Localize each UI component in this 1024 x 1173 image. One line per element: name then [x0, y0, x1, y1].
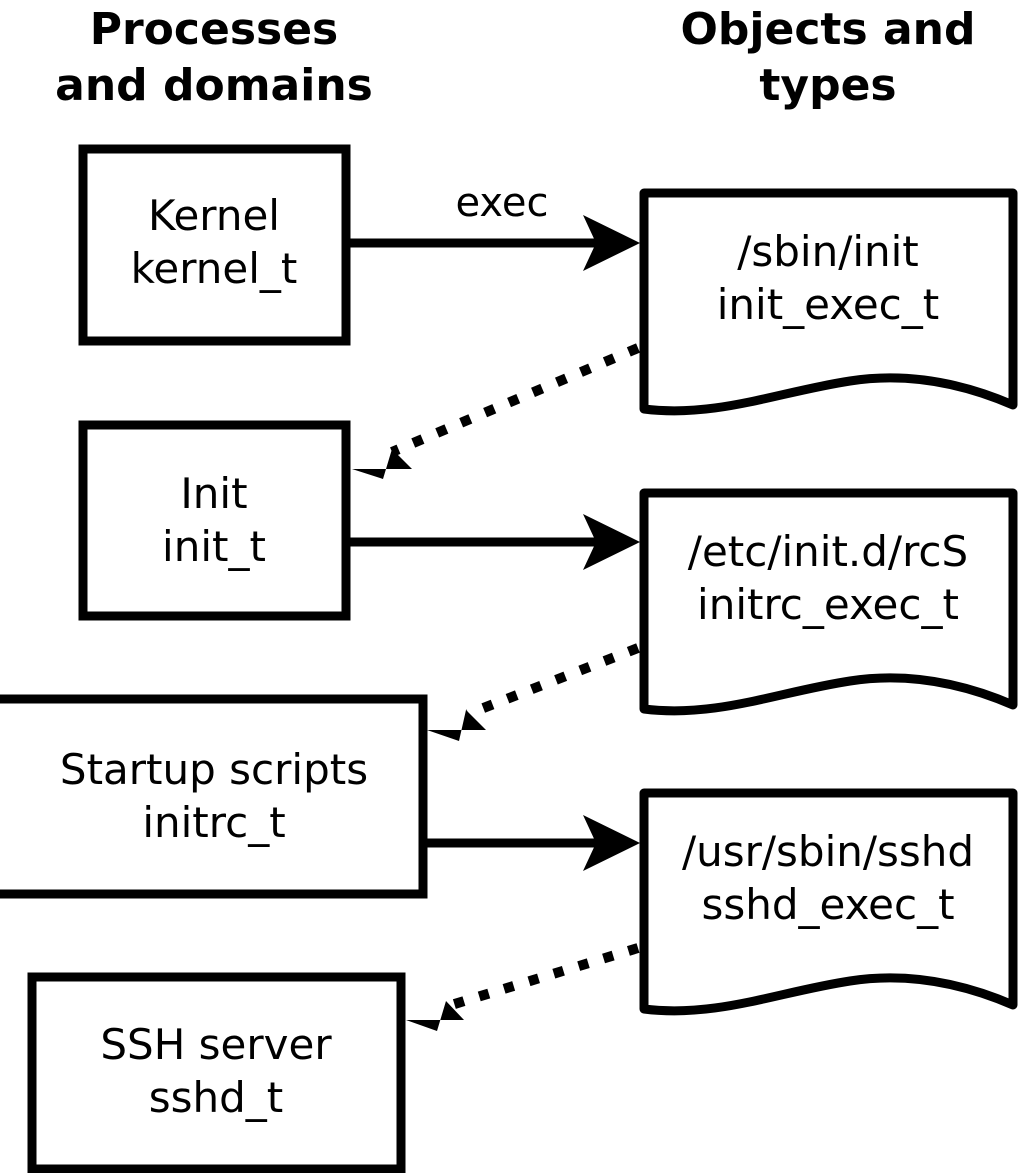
node-init-exec-line2: init_exec_t [717, 280, 940, 329]
node-initrc-exec-document-shape[interactable] [639, 488, 1018, 716]
node-initrc-exec[interactable]: /etc/init.d/rcS initrc_exec_t [639, 488, 1018, 716]
node-sshd-exec[interactable]: /usr/sbin/sshd sshd_exec_t [639, 788, 1018, 1016]
edge-initrc-exec-transition [427, 643, 640, 741]
edge-initrc-exec-sshd-arrowhead [583, 815, 640, 871]
node-init[interactable]: Init init_t [78, 420, 351, 621]
node-initrc-line2: initrc_t [142, 798, 285, 847]
column-header-objects-line2: types [759, 60, 896, 111]
node-sshd-box[interactable] [27, 972, 406, 1173]
node-init-line2: init_t [162, 522, 266, 571]
node-sshd-line2: sshd_t [149, 1073, 284, 1122]
edge-init-exec-initrc-arrowhead [583, 514, 640, 570]
edge-sshd-exec-transition-line [446, 943, 640, 1011]
column-header-processes-line2: and domains [55, 60, 373, 111]
node-kernel-line1: Kernel [148, 191, 280, 240]
node-initrc-box[interactable] [0, 694, 428, 899]
node-kernel-box[interactable] [78, 144, 351, 346]
node-initrc-line1: Startup scripts [60, 745, 368, 794]
node-sshd-exec-line1: /usr/sbin/sshd [682, 827, 974, 876]
node-sshd-line1: SSH server [100, 1020, 332, 1069]
edge-initrc-exec-transition-arrowhead [427, 710, 486, 741]
node-init-box[interactable] [78, 420, 351, 621]
node-sshd-exec-document-shape[interactable] [639, 788, 1018, 1016]
column-header-processes: Processes and domains [55, 4, 373, 111]
edge-sshd-exec-transition-arrowhead [406, 1001, 464, 1031]
node-init-exec-document-shape[interactable] [639, 188, 1018, 416]
edge-sshd-exec-transition [406, 943, 640, 1031]
edge-initrc-exec-transition-line [466, 643, 640, 719]
node-sshd[interactable]: SSH server sshd_t [27, 972, 406, 1173]
edge-init-exec-transition [352, 343, 640, 479]
node-sshd-exec-line2: sshd_exec_t [701, 880, 954, 929]
edge-kernel-exec-init: exec [350, 180, 640, 271]
edge-init-exec-transition-arrowhead [352, 449, 412, 479]
node-initrc-exec-line2: initrc_exec_t [697, 580, 959, 629]
node-initrc-exec-line1: /etc/init.d/rcS [688, 527, 968, 576]
edge-kernel-exec-init-arrowhead [583, 215, 640, 271]
edge-initrc-exec-sshd [427, 815, 640, 871]
node-init-exec-line1: /sbin/init [737, 227, 919, 276]
node-kernel[interactable]: Kernel kernel_t [78, 144, 351, 346]
node-init-exec[interactable]: /sbin/init init_exec_t [639, 188, 1018, 416]
edge-init-exec-initrc [350, 514, 640, 570]
node-init-line1: Init [180, 469, 247, 518]
edge-init-exec-transition-line [390, 343, 640, 457]
edge-label-exec: exec [456, 180, 549, 226]
column-header-objects: Objects and types [681, 4, 976, 111]
column-header-objects-line1: Objects and [681, 4, 976, 55]
column-header-processes-line1: Processes [90, 4, 339, 55]
node-initrc[interactable]: Startup scripts initrc_t [0, 694, 428, 899]
node-kernel-line2: kernel_t [131, 244, 298, 293]
